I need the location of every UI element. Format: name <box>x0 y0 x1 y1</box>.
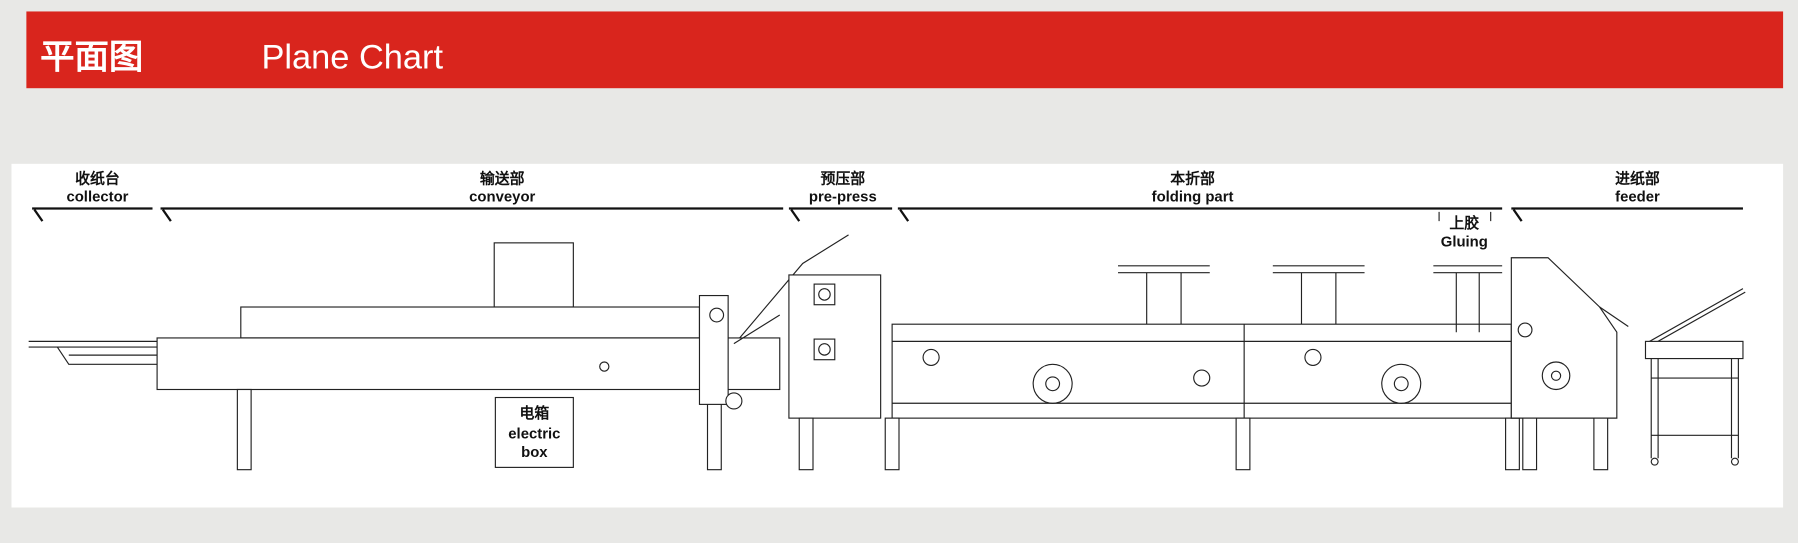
section-bracket <box>897 207 1503 222</box>
section-bracket <box>32 207 153 222</box>
electric-box: 电箱 electric box <box>494 396 574 468</box>
section-label-cn: 进纸部 <box>1615 169 1660 187</box>
section-bracket <box>788 207 893 222</box>
section-label-cn: 预压部 <box>820 169 865 187</box>
electric-box-label-en1: electric <box>508 427 560 443</box>
section-label-cn: 本折部 <box>1170 169 1215 187</box>
section-label-cn: 输送部 <box>480 169 525 187</box>
section-label-en: conveyor <box>469 190 535 206</box>
feeder-machine <box>1510 257 1629 471</box>
section-conveyor: 输送部 conveyor <box>160 169 784 222</box>
section-label-en: feeder <box>1615 190 1660 206</box>
feed-table <box>1644 288 1746 466</box>
title-cn: 平面图 <box>40 38 143 78</box>
section-pre-press: 预压部 pre-press <box>788 169 893 222</box>
pre-press-machine <box>788 274 882 471</box>
section-collector: 收纸台 collector <box>32 169 153 222</box>
title-banner <box>26 11 1784 89</box>
gluing-label-en: Gluing <box>1441 234 1488 250</box>
section-label-en: collector <box>66 190 128 206</box>
section-gluing: 上胶 Gluing <box>1438 211 1492 250</box>
title-en: Plane Chart <box>261 39 443 77</box>
section-label-en: pre-press <box>809 190 877 206</box>
section-bracket <box>1511 207 1743 222</box>
collector-machine <box>28 340 161 365</box>
section-label-en: folding part <box>1152 190 1234 206</box>
folding-machine <box>884 265 1520 471</box>
section-feeder: 进纸部 feeder <box>1511 169 1743 222</box>
section-label-cn: 收纸台 <box>75 169 120 187</box>
gluing-label-cn: 上胶 <box>1449 214 1479 232</box>
electric-box-label-en2: box <box>521 445 548 461</box>
conveyor-machine <box>156 234 849 471</box>
gluing-bracket <box>1438 211 1492 222</box>
section-bracket <box>160 207 784 222</box>
electric-box-label-cn: 电箱 <box>519 404 549 422</box>
section-folding-part: 本折部 folding part <box>897 169 1503 222</box>
